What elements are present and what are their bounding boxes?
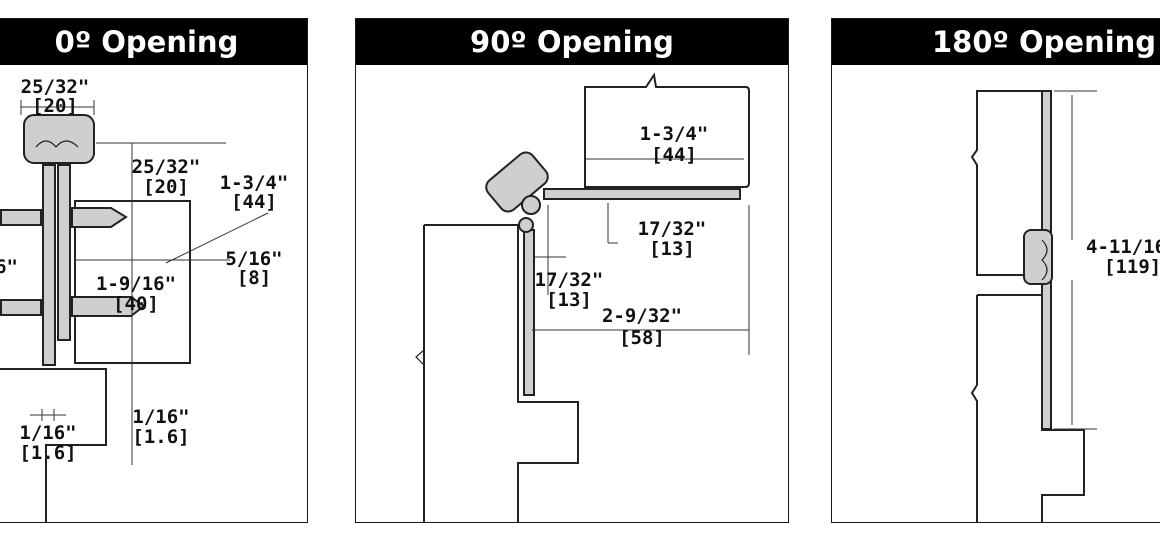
dim-clearance-in: 2-9/32" bbox=[602, 305, 682, 327]
0-degree-hinge-diagram: 25/32" [20] 25/32" [20] 1-3/4" [44] 16" … bbox=[0, 76, 289, 522]
hinge-leaf-door bbox=[543, 188, 741, 200]
dim-gap-right-mm: [1.6] bbox=[132, 426, 189, 448]
dim-hinge-length-mm: [119] bbox=[1104, 256, 1160, 278]
panel-title: 180º Opening bbox=[832, 19, 1160, 65]
panel-title: 0º Opening bbox=[0, 19, 307, 65]
hinge-cap bbox=[23, 114, 95, 164]
hinge-cap bbox=[1023, 229, 1053, 285]
dim-door-thickness-mm: [44] bbox=[651, 144, 697, 166]
dim-door-thickness-in: 1-3/4" bbox=[640, 123, 709, 145]
hinge-leaf-right bbox=[57, 164, 71, 341]
dim-gap-left-mm: [1.6] bbox=[19, 442, 76, 464]
panel-title: 90º Opening bbox=[356, 19, 788, 65]
dim-leaf-in: 1-9/16" bbox=[96, 273, 176, 295]
dim-door-thickness-in: 1-3/4" bbox=[220, 172, 289, 194]
frame-jamb bbox=[0, 368, 107, 522]
frame-lower-block bbox=[970, 294, 1085, 522]
dim-door-offset-mm: [13] bbox=[649, 238, 695, 260]
dim-cap-width-mm: [20] bbox=[32, 95, 78, 117]
hinge-leaf-frame bbox=[523, 229, 535, 396]
panel-90-opening: 90º Opening 1-3/4" [44] 17/32" [13] 17/3… bbox=[355, 18, 789, 523]
dim-left-partial: 16" bbox=[0, 256, 18, 278]
dim-gap-left-in: 1/16" bbox=[19, 422, 76, 444]
dim-gap-right-in: 1/16" bbox=[132, 406, 189, 428]
180-degree-hinge-diagram: 4-11/16" [119] bbox=[970, 90, 1160, 522]
screw-upper-right bbox=[71, 207, 128, 228]
dim-hinge-length-in: 4-11/16" bbox=[1086, 236, 1160, 258]
dim-frame-offset-mm: [13] bbox=[546, 289, 592, 311]
dim-cap-height-mm: [20] bbox=[143, 176, 189, 198]
dim-door-thickness-mm: [44] bbox=[231, 191, 277, 213]
dim-clearance-mm: [58] bbox=[619, 327, 665, 349]
panel-0-opening: 0º Opening 25/32" [20] 25/32" [20] 1-3/4… bbox=[0, 18, 308, 523]
dim-cap-height-in: 25/32" bbox=[132, 156, 201, 178]
panel-180-opening: 180º Opening 4-11/16" [119] bbox=[831, 18, 1160, 523]
screw-lower-left bbox=[0, 299, 42, 316]
dim-door-offset-in: 17/32" bbox=[638, 218, 707, 240]
screw-lower-right bbox=[71, 296, 146, 317]
dim-cap-width-in: 25/32" bbox=[21, 76, 90, 98]
90-degree-hinge-diagram: 1-3/4" [44] 17/32" [13] 17/32" [13] 2-9/… bbox=[415, 72, 750, 522]
screw-upper-left bbox=[0, 209, 42, 226]
dim-offset-mm: [8] bbox=[237, 267, 271, 289]
hinge-cap bbox=[485, 151, 549, 213]
dim-leaf-mm: [40] bbox=[113, 293, 159, 315]
hinge-leaf-left bbox=[42, 164, 56, 366]
dim-offset-in: 5/16" bbox=[225, 248, 282, 270]
dim-frame-offset-in: 17/32" bbox=[535, 269, 604, 291]
